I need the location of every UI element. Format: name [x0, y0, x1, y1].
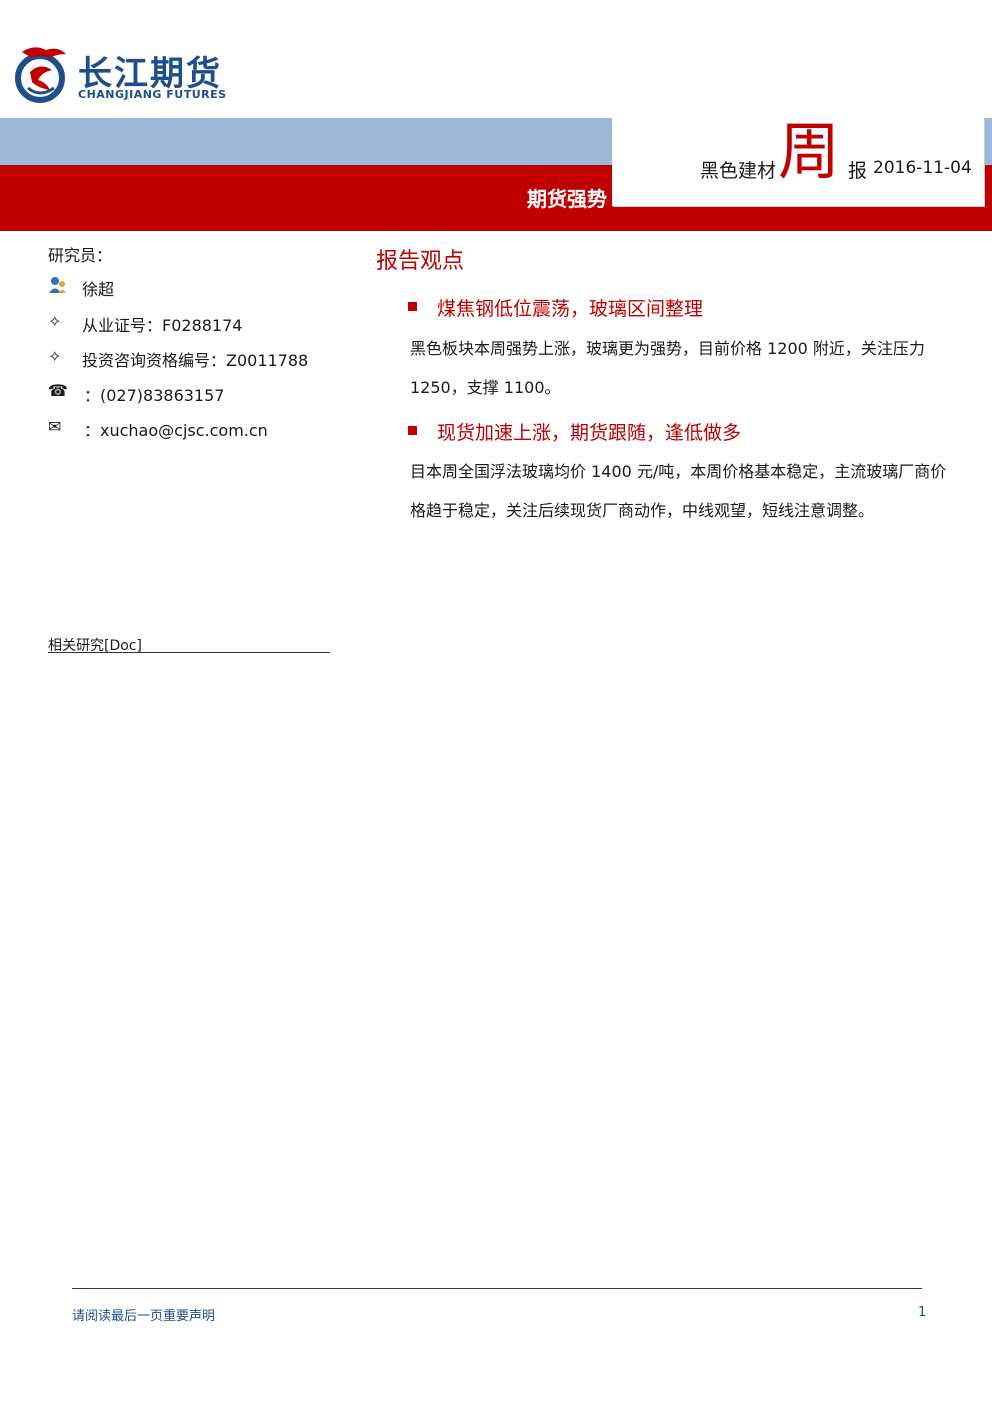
diamond-bullet-icon: ✧: [48, 312, 62, 331]
dragon-logo-icon: [15, 47, 66, 103]
mail-icon: ✉: [48, 417, 62, 436]
diamond-bullet-icon: ✧: [48, 347, 62, 366]
square-bullet-icon: [408, 302, 417, 311]
banner-title: 期货强势: [527, 187, 607, 211]
related-research: 相关研究[Doc]: [48, 638, 142, 654]
viewpoint-text: 目本周全国浮法玻璃均价 1400 元/吨，本周价格基本稳定，主流玻璃厂商价格趋于…: [410, 462, 947, 520]
viewpoint-heading: 煤焦钢低位震荡，玻璃区间整理: [437, 298, 704, 320]
researcher-phone: ：(027)83863157: [84, 386, 225, 405]
researcher-email[interactable]: ：xuchao@cjsc.com.cn: [84, 421, 268, 440]
report-suffix: 报: [848, 160, 868, 182]
footer-divider: [72, 1288, 922, 1289]
footer-disclaimer-note: 请阅读最后一页重要声明: [72, 1309, 216, 1324]
researcher-cert: 从业证号：F0288174: [82, 316, 243, 335]
person-icon: [48, 276, 68, 298]
report-type-box: 黑色建材 周 报 2016-11-04: [612, 115, 984, 206]
report-big-char: 周: [778, 115, 841, 188]
report-category: 黑色建材: [700, 160, 777, 182]
phone-icon: ☎: [48, 381, 68, 400]
section-title: 报告观点: [376, 249, 465, 274]
researcher-label: 研究员：: [48, 246, 113, 265]
researcher-name: 徐超: [82, 280, 115, 299]
page-number: 1: [918, 1305, 927, 1320]
logo-name-en: CHANGJIANG FUTURES: [78, 88, 227, 101]
square-bullet-icon: [408, 426, 417, 435]
company-logo: 长江期货 CHANGJIANG FUTURES: [12, 40, 252, 106]
report-date: 2016-11-04: [873, 158, 972, 178]
related-research-divider: [48, 652, 330, 653]
viewpoint-heading: 现货加速上涨，期货跟随，逢低做多: [437, 422, 742, 444]
researcher-consult: 投资咨询资格编号：Z0011788: [82, 351, 309, 370]
logo-name-cn: 长江期货: [78, 54, 222, 94]
viewpoint-text: 黑色板块本周强势上涨，玻璃更为强势，目前价格 1200 附近，关注压力 1250…: [410, 339, 925, 397]
